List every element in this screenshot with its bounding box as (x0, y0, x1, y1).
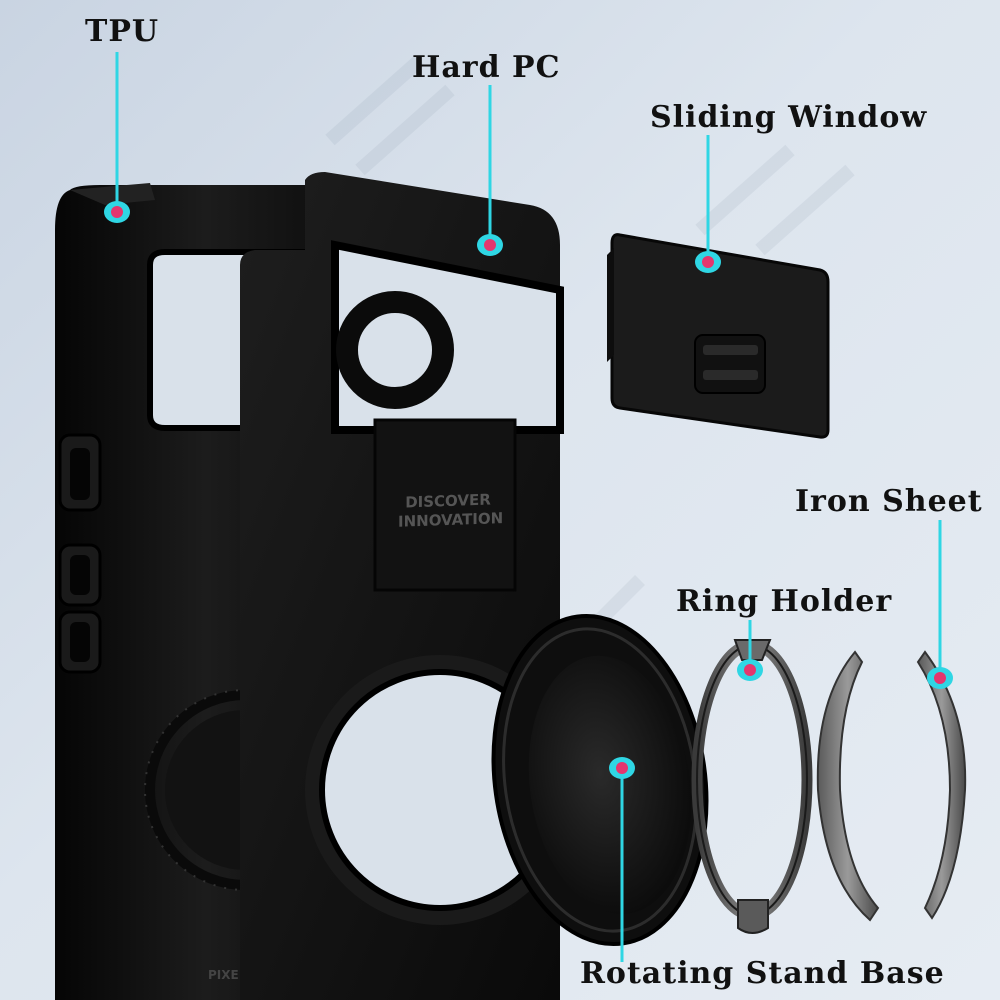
label-hard-pc: Hard PC (412, 50, 561, 85)
label-tpu: TPU (85, 14, 160, 49)
case-model-text: PIXE (208, 968, 239, 982)
embossed-line-2: INNOVATION (398, 509, 504, 531)
pointer-hard-pc (477, 85, 503, 256)
pointer-iron-sheet (927, 520, 953, 689)
rotating-stand-base-part (491, 613, 709, 947)
label-rotating-stand-base: Rotating Stand Base (580, 956, 945, 991)
label-sliding-window: Sliding Window (650, 100, 928, 135)
pointer-sliding-window (695, 135, 721, 273)
iron-sheet-part (816, 650, 967, 922)
embossed-text: DISCOVER INNOVATION (398, 490, 504, 531)
ring-holder-part (691, 639, 813, 934)
label-iron-sheet: Iron Sheet (795, 484, 983, 519)
label-ring-holder: Ring Holder (676, 584, 893, 619)
sliding-window-part (607, 233, 830, 439)
pointer-tpu (104, 52, 130, 223)
pointer-ring-holder (737, 620, 763, 681)
pointer-rotating-stand-base (609, 757, 635, 962)
